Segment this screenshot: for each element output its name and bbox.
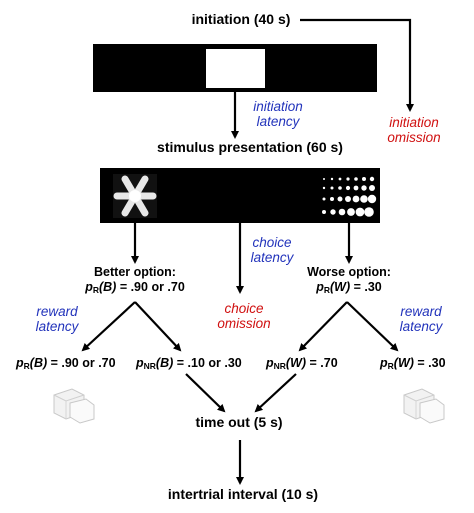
better-reward-arrow xyxy=(81,301,136,352)
stimulus-presentation-node: stimulus presentation (60 s) xyxy=(157,139,343,155)
initiation-node: initiation (40 s) xyxy=(191,11,291,27)
intertrial-interval-node: intertrial interval (10 s) xyxy=(167,486,319,502)
time-out-node: time out (5 s) xyxy=(195,414,283,430)
dots-stimulus-icon xyxy=(322,176,377,217)
worse-option-prob: pR(W) = .30 xyxy=(316,280,382,295)
better-option-title: Better option: xyxy=(94,265,176,279)
worse-option-title: Worse option: xyxy=(307,265,391,279)
initiation-omission-arrow xyxy=(300,18,414,112)
better-reward-prob: pR(B) = .90 or .70 xyxy=(16,356,116,371)
better-option-prob: pR(B) = .90 or .70 xyxy=(85,280,185,295)
better-noreward-prob: pNR(B) = .10 or .30 xyxy=(136,356,242,371)
worse-reward-prob: pR(W) = .30 xyxy=(380,356,446,371)
sugar-pellet-right-icon xyxy=(403,388,445,424)
worse-noreward-arrow xyxy=(298,301,348,352)
sugar-pellet-left-icon xyxy=(53,388,95,424)
worse-reward-arrow xyxy=(346,301,399,352)
w-noreward-to-timeout-arrow xyxy=(254,373,297,413)
star-stimulus-icon xyxy=(113,174,157,218)
worse-noreward-prob: pNR(W) = .70 xyxy=(266,356,338,371)
better-noreward-arrow xyxy=(134,301,182,352)
initiation-white-square xyxy=(206,49,265,88)
b-noreward-to-timeout-arrow xyxy=(185,373,226,413)
